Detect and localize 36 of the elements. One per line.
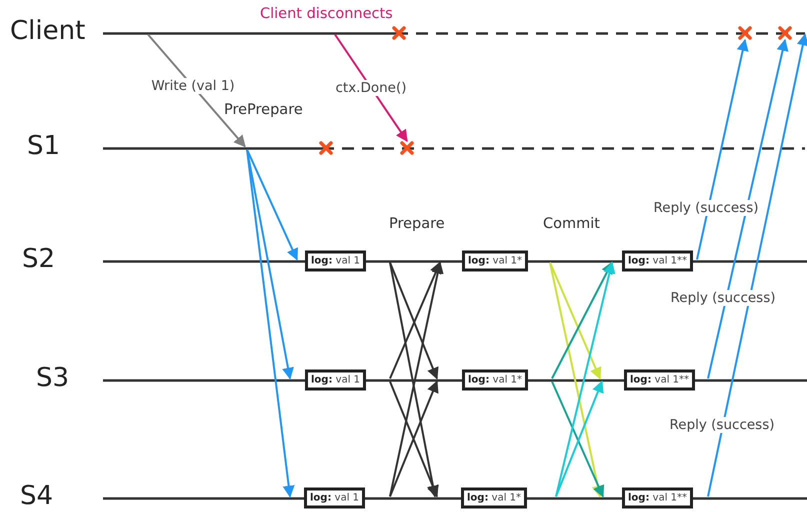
lifeline	[103, 146, 807, 150]
log-box: log: val 1	[305, 250, 366, 272]
arrow	[696, 38, 749, 260]
log-box: log: val 1*	[462, 250, 528, 272]
log-box: log: val 1**	[622, 488, 694, 508]
cross-mark	[319, 141, 333, 155]
arrow	[707, 33, 807, 497]
phase-label: Commit	[543, 216, 600, 232]
lifeline	[103, 32, 807, 34]
lifeline-label: Client	[10, 16, 86, 46]
lifeline-label: S4	[20, 481, 54, 511]
annotation-text: Client disconnects	[260, 6, 393, 22]
arrow	[246, 149, 295, 498]
log-box: log: val 1	[304, 488, 366, 508]
lifeline-label: S3	[36, 363, 70, 393]
arrow	[549, 262, 602, 380]
arrow	[549, 262, 604, 498]
log-box: log: val 1*	[461, 488, 528, 508]
log-box: log: val 1	[305, 370, 366, 390]
arrow	[246, 149, 298, 261]
arrow	[147, 34, 246, 148]
arrow	[246, 149, 294, 380]
phase-label: Prepare	[389, 216, 445, 232]
log-box: log: val 1**	[624, 370, 696, 390]
cross-mark	[738, 26, 752, 40]
lifeline-label: S1	[27, 131, 60, 161]
log-box: log: val 1**	[622, 250, 694, 272]
log-box: log: val 1*	[462, 370, 528, 390]
arrow	[551, 261, 613, 379]
cross-mark	[392, 26, 406, 40]
arrow	[555, 261, 616, 497]
phase-label: PrePrepare	[224, 102, 303, 118]
arrow	[707, 38, 788, 379]
lifeline-label: S2	[22, 244, 56, 274]
cross-mark	[778, 26, 792, 40]
cross-mark	[400, 141, 414, 155]
